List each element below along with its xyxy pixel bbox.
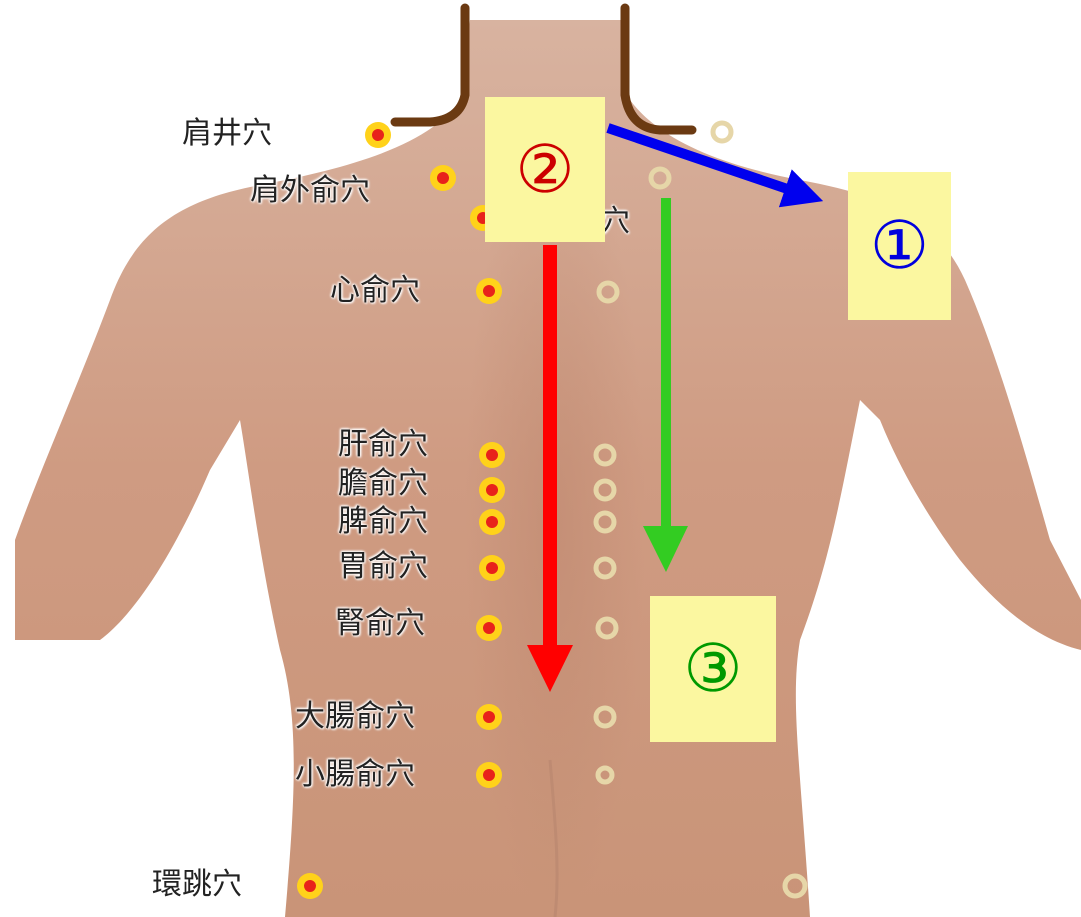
point-dachangshu [476, 704, 502, 730]
point-jianjing [365, 122, 391, 148]
neck-line-right [625, 8, 692, 130]
label-shenshu: 腎俞穴 [335, 607, 425, 641]
callout-two: ② [485, 97, 605, 242]
label-danshu: 膽俞穴 [338, 467, 428, 501]
point-xiaochangshu [476, 762, 502, 788]
label-jianwaishu: 肩外俞穴 [250, 174, 370, 208]
label-jianjing: 肩井穴 [182, 117, 272, 151]
callout-one: ① [848, 172, 951, 320]
point-ganshu [479, 442, 505, 468]
point-xinshu [476, 278, 502, 304]
label-weishu: 胃俞穴 [338, 550, 428, 584]
label-pishu: 脾俞穴 [338, 505, 428, 539]
callout-three: ③ [650, 596, 776, 742]
mirror-point [713, 123, 731, 141]
label-huantiao: 環跳穴 [152, 868, 242, 902]
point-pishu [479, 509, 505, 535]
label-ganshu: 肝俞穴 [338, 428, 428, 462]
neck-line-left [395, 8, 465, 122]
label-xinshu: 心俞穴 [330, 274, 420, 308]
point-huantiao [297, 873, 323, 899]
label-dachangshu: 大腸俞穴 [295, 700, 415, 734]
point-jianwaishu [430, 165, 456, 191]
point-shenshu [476, 615, 502, 641]
label-xiaochangshu: 小腸俞穴 [295, 758, 415, 792]
point-danshu [479, 477, 505, 503]
point-weishu [479, 555, 505, 581]
